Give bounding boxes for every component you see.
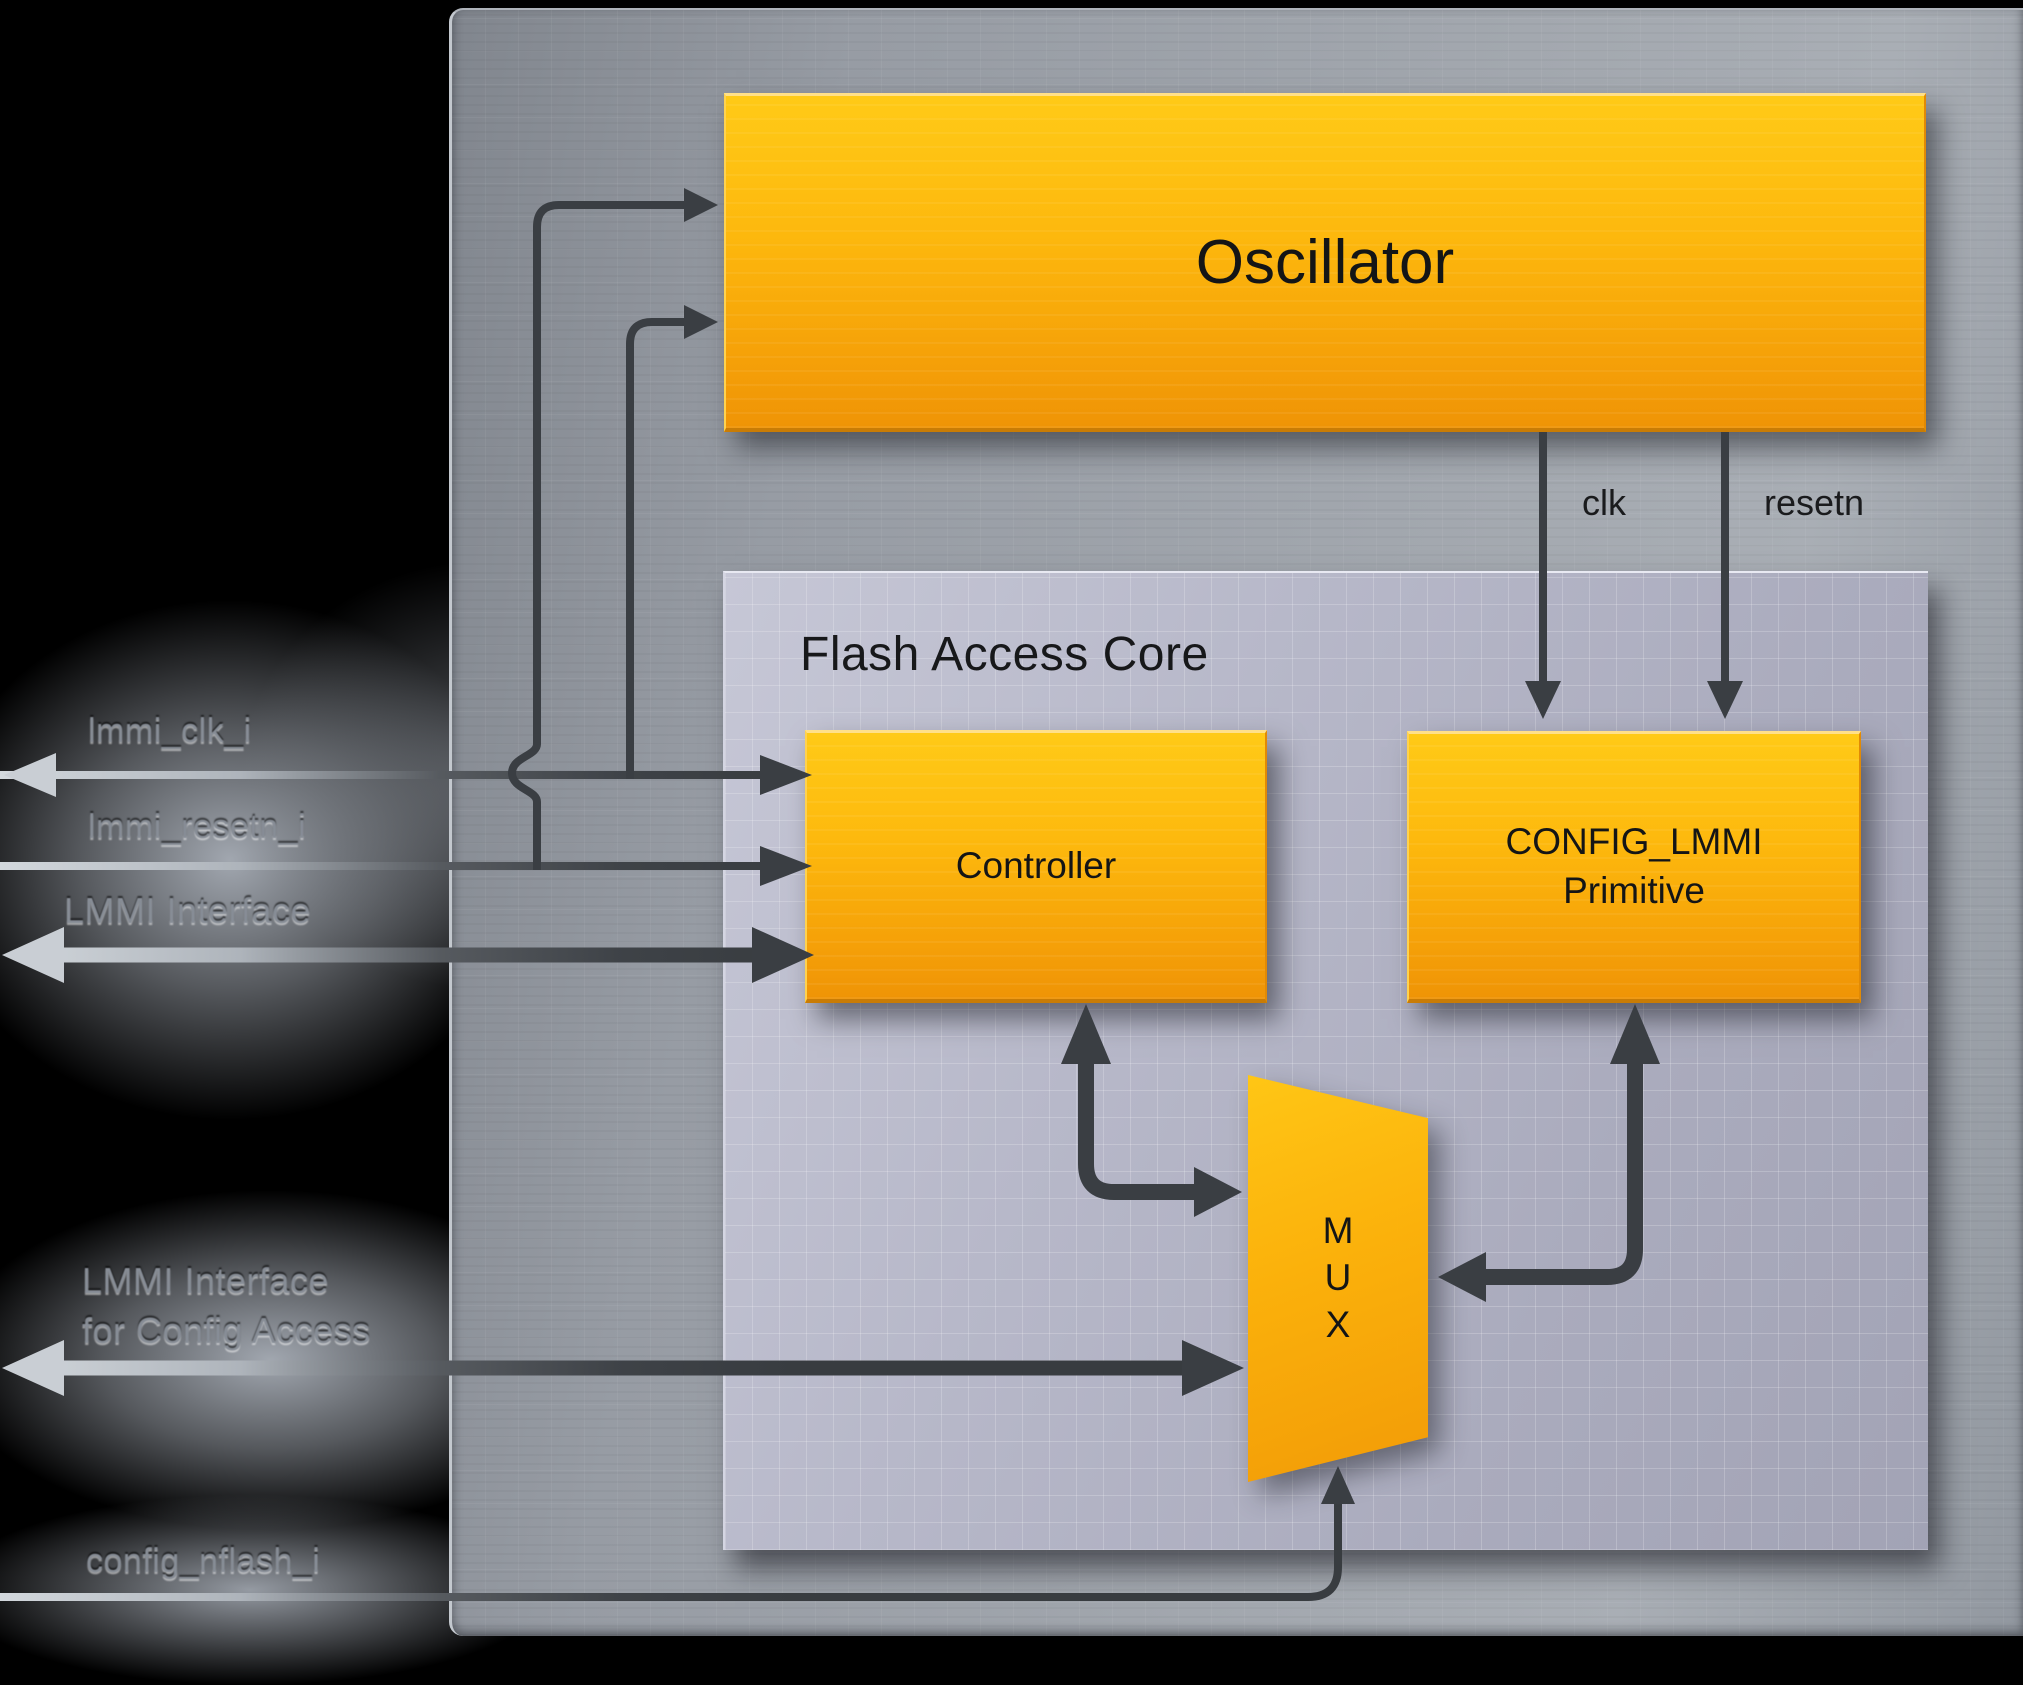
oscillator-label: Oscillator [1195, 227, 1455, 297]
oscillator-block: Oscillator [724, 93, 1926, 432]
lmmi-clk-label: lmmi_clk_i [88, 712, 252, 750]
config-nflash-label: config_nflash_i [86, 1542, 321, 1580]
controller-label: Controller [955, 845, 1117, 886]
mux-letter-m: M [1322, 1210, 1354, 1251]
wire-lmmi-interface [2, 927, 814, 983]
config-lmmi-primitive-block: CONFIG_LMMI Primitive [1407, 731, 1861, 1003]
mux-letter-x: X [1325, 1304, 1351, 1345]
config-lmmi-label-line1: CONFIG_LMMI [1505, 820, 1763, 862]
flash-access-core-title: Flash Access Core [800, 628, 1209, 681]
lmmi-config-access-label-line1: LMMI Interface [82, 1260, 330, 1301]
resetn-label: resetn [1764, 482, 1865, 523]
lmmi-resetn-label: lmmi_resetn_i [88, 808, 307, 846]
lmmi-config-access-label: LMMI Interface for Config Access [82, 1256, 371, 1356]
lmmi-interface-label: LMMI Interface [64, 890, 312, 931]
clk-label: clk [1582, 482, 1626, 523]
wire-lmmi-resetn [0, 846, 812, 886]
wire-clk-riser [626, 305, 718, 779]
wire-configlmmi-mux [1438, 1004, 1660, 1302]
wire-resetn-riser [507, 188, 718, 870]
wire-lmmi-clk [0, 753, 812, 797]
wire-config-nflash [0, 1466, 1355, 1601]
controller-block: Controller [805, 730, 1267, 1003]
lmmi-config-access-label-line2: for Config Access [82, 1310, 371, 1351]
wire-controller-mux [1061, 1004, 1242, 1217]
mux-block: M U X [1248, 1075, 1428, 1482]
mux-letter-u: U [1324, 1257, 1352, 1298]
config-lmmi-label-line2: Primitive [1563, 869, 1705, 911]
wire-resetn-drop [1707, 432, 1743, 719]
wire-clk-drop [1525, 432, 1561, 719]
diagram-canvas: { "diagram": { "oscillator": { "label": … [0, 8, 2023, 1685]
